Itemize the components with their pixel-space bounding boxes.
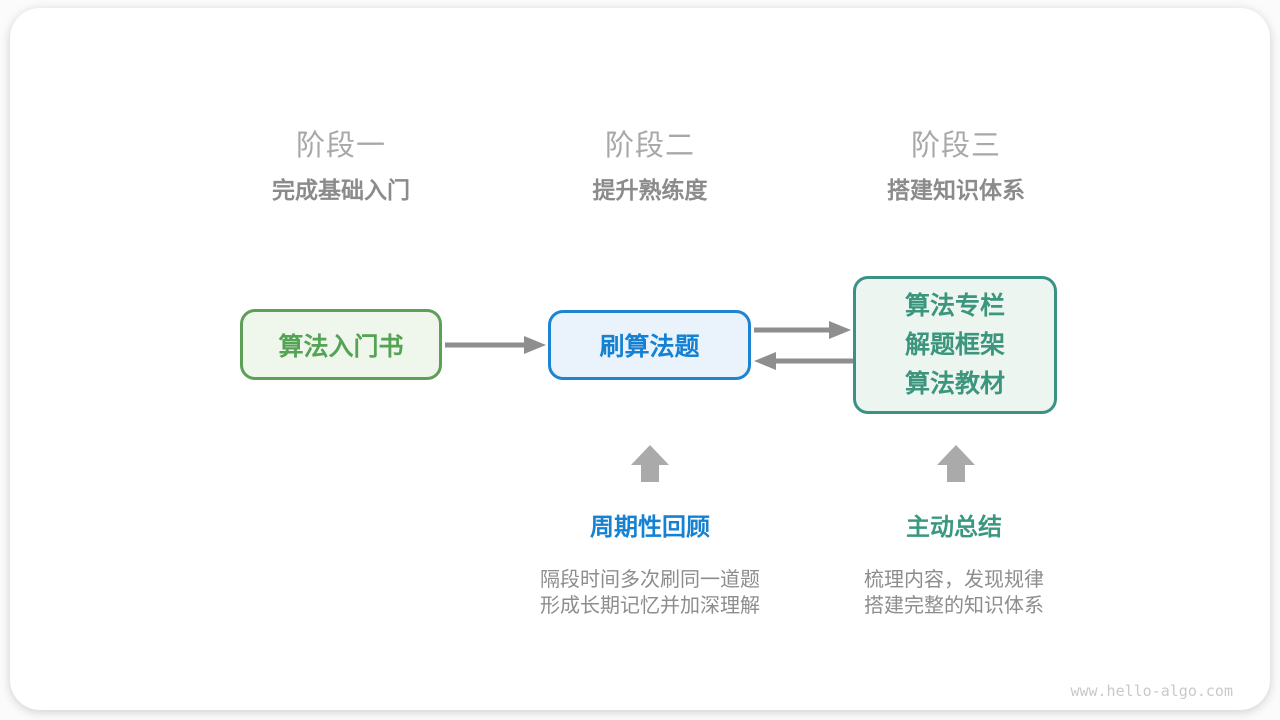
watermark-url: www.hello-algo.com bbox=[1070, 682, 1233, 700]
up-block-arrow-icon-review bbox=[631, 445, 669, 482]
up-block-arrow-icon-summary bbox=[937, 445, 975, 482]
stage-header-2: 阶段二 提升熟练度 bbox=[490, 130, 810, 203]
right-arrow-icon-stage2-to-stage3 bbox=[754, 321, 851, 339]
node-practice-problems: 刷算法题 bbox=[548, 310, 751, 380]
stage-header-3: 阶段三 搭建知识体系 bbox=[796, 130, 1116, 203]
node-knowledge-line-3: 算法教材 bbox=[904, 369, 1005, 398]
stage-2-subtitle: 提升熟练度 bbox=[592, 177, 708, 203]
node-intro-book-label: 算法入门书 bbox=[278, 332, 404, 361]
node-intro-book: 算法入门书 bbox=[240, 309, 442, 380]
annotation-desc-line: 搭建完整的知识体系 bbox=[864, 595, 1044, 617]
node-knowledge-line-1: 算法专栏 bbox=[904, 291, 1005, 320]
annotation-desc-line: 梳理内容，发现规律 bbox=[864, 569, 1044, 591]
annotation-active-summary-title: 主动总结 bbox=[906, 514, 1002, 541]
right-arrow-icon-stage1-to-stage2 bbox=[445, 336, 546, 354]
stage-3-subtitle: 搭建知识体系 bbox=[887, 177, 1025, 203]
annotation-periodic-review: 周期性回顾 隔段时间多次刷同一道题 形成长期记忆并加深理解 bbox=[470, 514, 830, 619]
stage-3-title: 阶段三 bbox=[910, 130, 1001, 162]
diagram-card: 阶段一 完成基础入门 阶段二 提升熟练度 阶段三 搭建知识体系 算法入门书 刷算… bbox=[10, 8, 1270, 710]
stage-2-title: 阶段二 bbox=[604, 130, 695, 162]
node-practice-problems-label: 刷算法题 bbox=[599, 333, 700, 361]
annotation-active-summary: 主动总结 梳理内容，发现规律 搭建完整的知识体系 bbox=[774, 514, 1134, 619]
stage-1-title: 阶段一 bbox=[295, 130, 386, 162]
annotation-periodic-review-title: 周期性回顾 bbox=[590, 514, 710, 541]
annotation-desc-line: 形成长期记忆并加深理解 bbox=[540, 595, 760, 617]
stage-1-subtitle: 完成基础入门 bbox=[272, 177, 410, 203]
annotation-active-summary-desc: 梳理内容，发现规律 搭建完整的知识体系 bbox=[774, 567, 1134, 619]
annotation-desc-line: 隔段时间多次刷同一道题 bbox=[540, 569, 760, 591]
node-knowledge-line-2: 解题框架 bbox=[904, 330, 1005, 359]
left-arrow-icon-stage3-to-stage2 bbox=[754, 352, 853, 370]
annotation-periodic-review-desc: 隔段时间多次刷同一道题 形成长期记忆并加深理解 bbox=[470, 567, 830, 619]
stage-header-1: 阶段一 完成基础入门 bbox=[181, 130, 501, 203]
node-knowledge-system: 算法专栏 解题框架 算法教材 bbox=[853, 276, 1057, 414]
